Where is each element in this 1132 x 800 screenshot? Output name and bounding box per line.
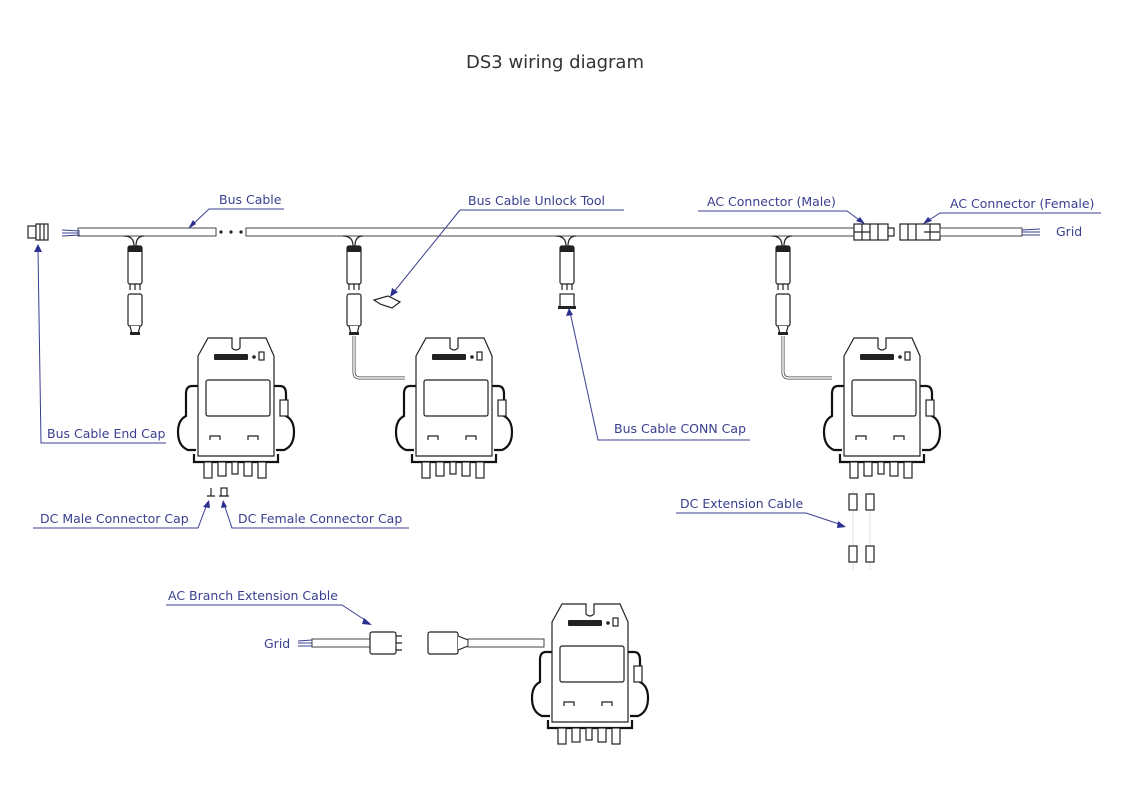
bus-cable (61, 227, 855, 247)
ac-branch-extension-cable (297, 631, 545, 655)
bus-connector-2 (346, 245, 362, 291)
label-grid-bottom: Grid (264, 636, 290, 651)
bus-connector-4 (775, 245, 791, 291)
label-bus-cable-end-cap: Bus Cable End Cap (47, 426, 166, 441)
ac-connector-male (853, 223, 895, 241)
inverter-plug-1 (127, 293, 143, 336)
label-bus-cable-unlock-tool: Bus Cable Unlock Tool (468, 193, 605, 208)
label-dc-male-connector-cap: DC Male Connector Cap (40, 511, 189, 526)
microinverter-2 (394, 336, 514, 480)
bus-connector-3 (559, 245, 575, 291)
microinverter-1 (176, 336, 296, 480)
inverter-plug-4 (775, 293, 791, 336)
bus-cable-unlock-tool (372, 295, 402, 309)
label-ac-connector-male: AC Connector (Male) (707, 194, 836, 209)
ac-connector-female (899, 223, 941, 241)
bus-cable-end-cap (27, 223, 49, 241)
diagram-title: DS3 wiring diagram (466, 52, 644, 73)
label-ac-branch-extension-cable: AC Branch Extension Cable (168, 588, 338, 603)
microinverter-4 (530, 602, 650, 746)
bus-cable-conn-cap (558, 293, 576, 309)
label-dc-extension-cable: DC Extension Cable (680, 496, 803, 511)
dc-connector-caps (207, 487, 229, 497)
microinverter-3 (822, 336, 942, 480)
label-bus-cable: Bus Cable (219, 192, 282, 207)
label-grid-top: Grid (1056, 224, 1082, 239)
label-ac-connector-female: AC Connector (Female) (950, 196, 1094, 211)
inverter-plug-2 (346, 293, 362, 336)
grid-cable-top (939, 227, 1041, 237)
label-bus-cable-conn-cap: Bus Cable CONN Cap (614, 421, 746, 436)
bus-connector-1 (127, 245, 143, 291)
label-dc-female-connector-cap: DC Female Connector Cap (238, 511, 402, 526)
dc-extension-cable (848, 490, 875, 570)
